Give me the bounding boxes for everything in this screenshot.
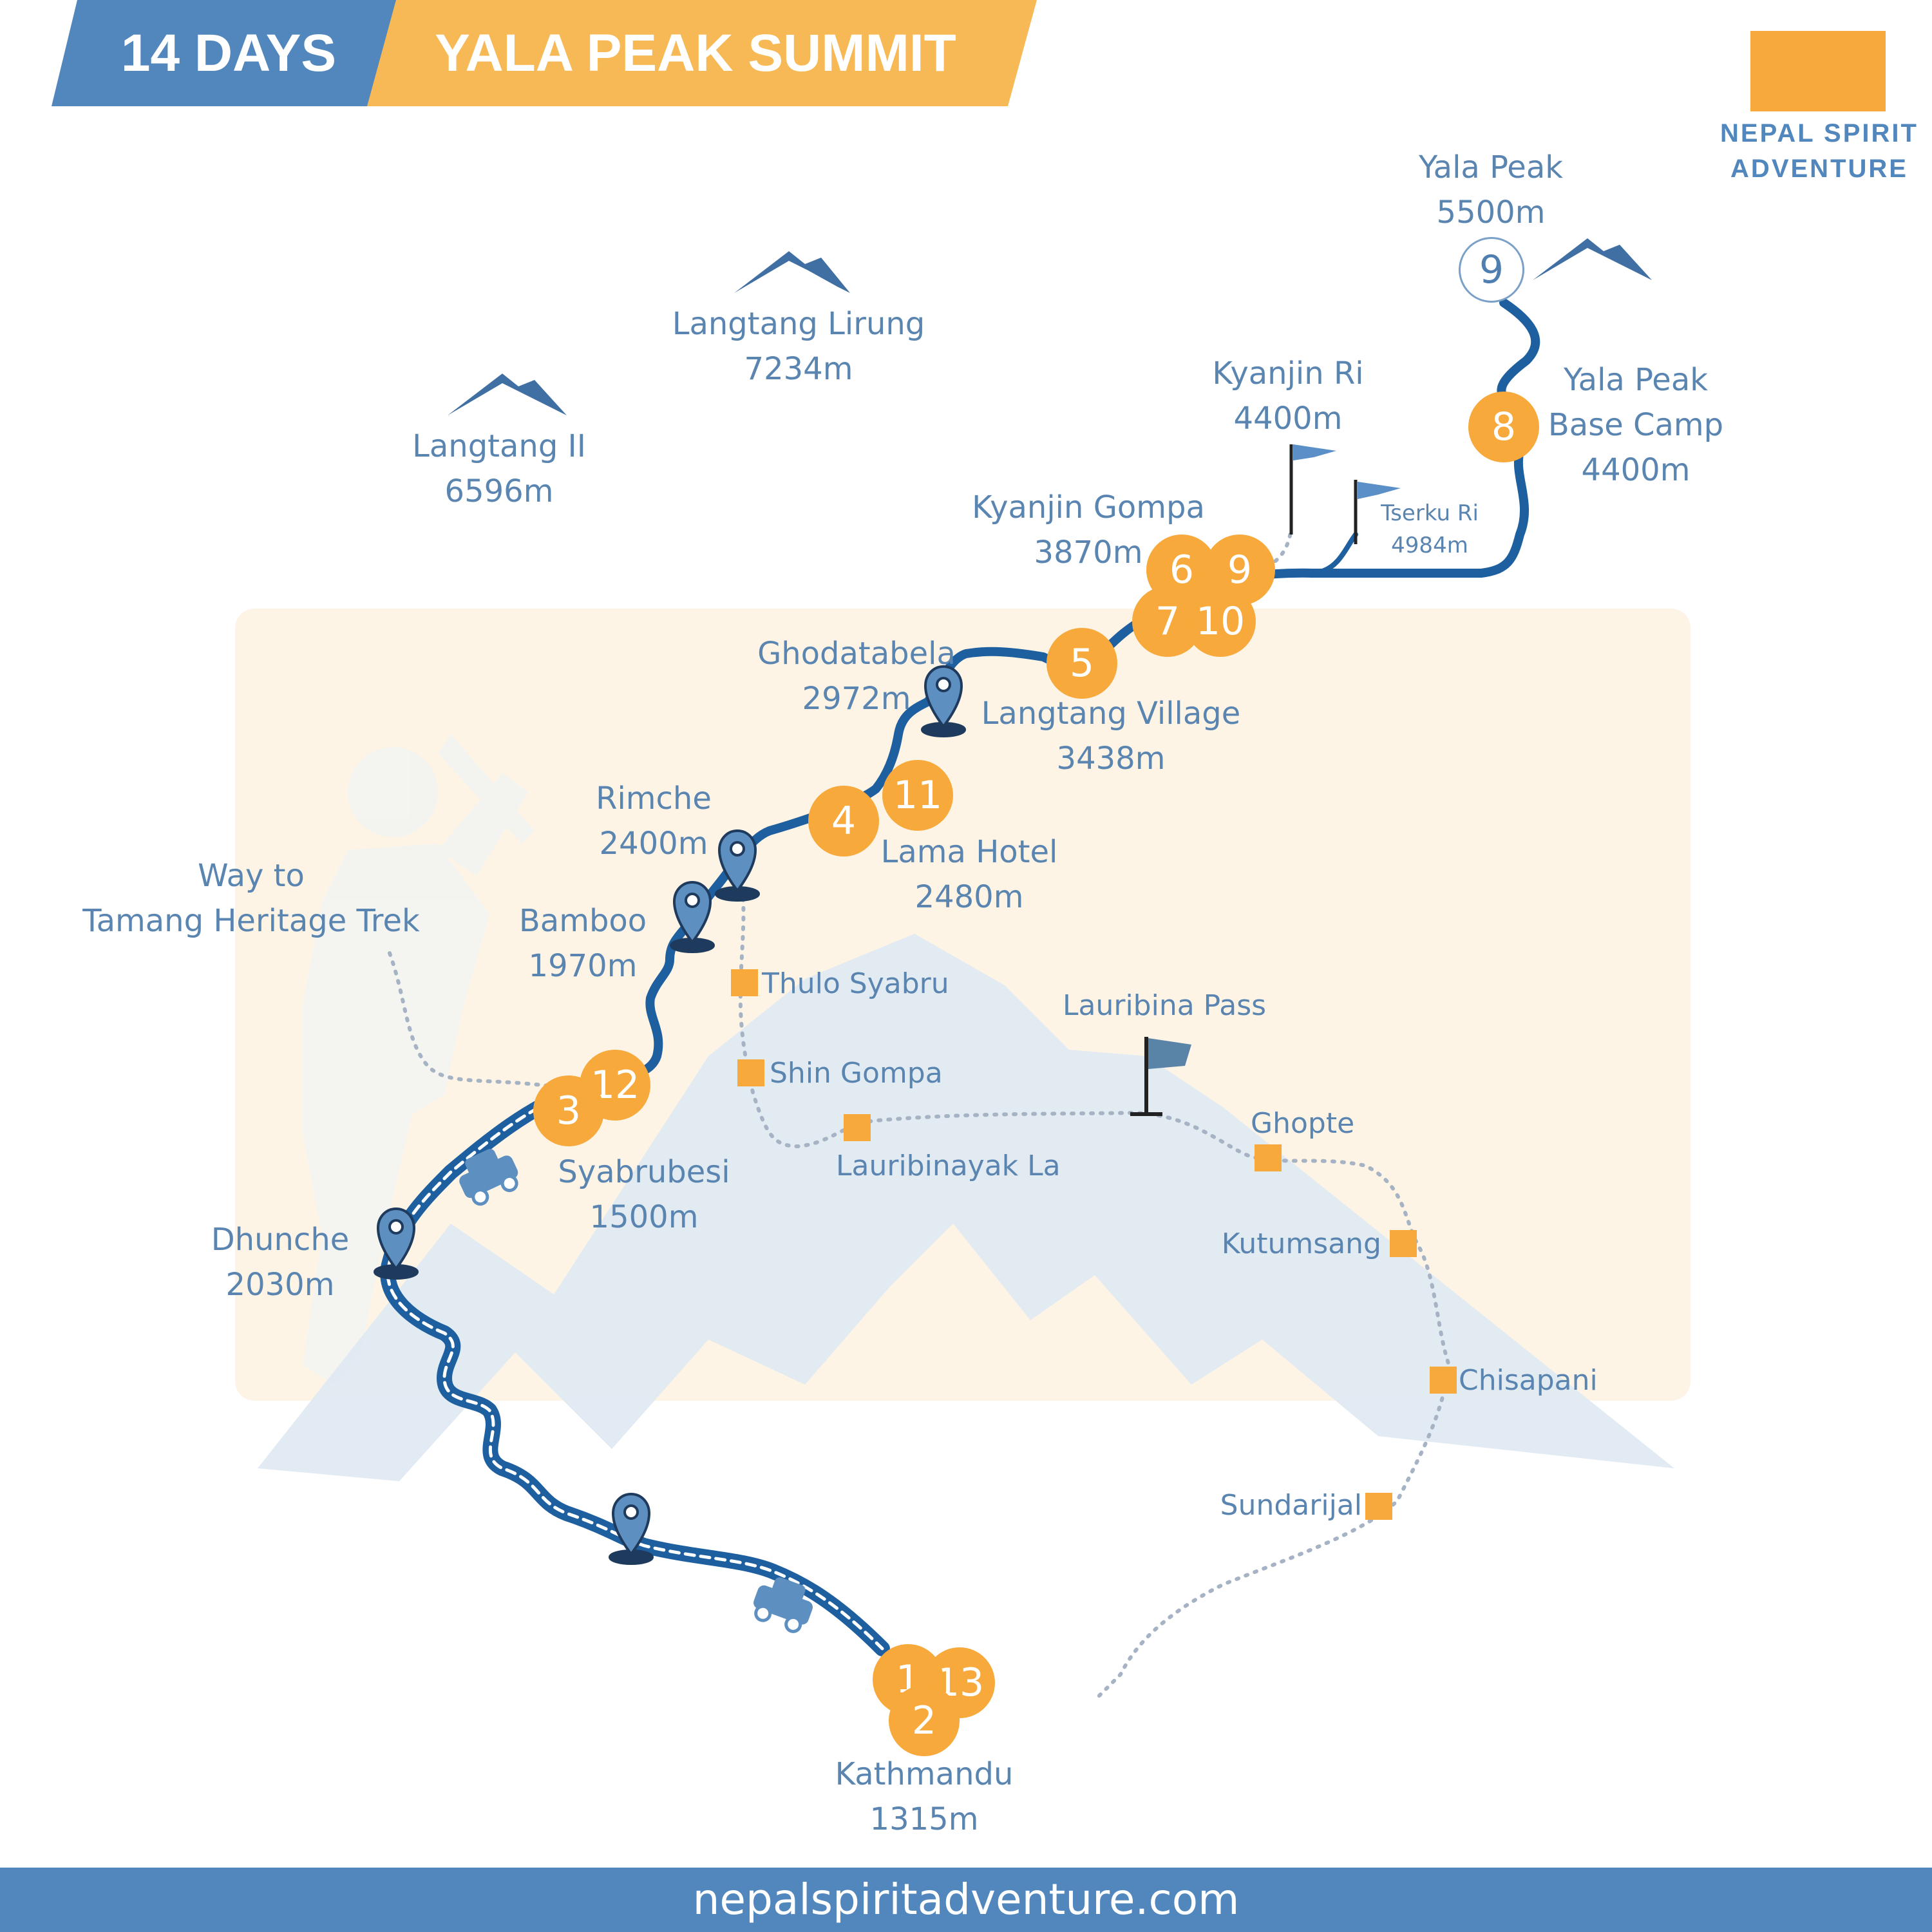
tamang-line2: Tamang Heritage Trek — [82, 903, 420, 939]
shin-gompa-label: Shin Gompa — [770, 1057, 943, 1090]
flag-icon — [1289, 444, 1336, 535]
kyanjin-gompa-label: Kyanjin Gompa 3870m — [953, 485, 1224, 575]
rimche-label: Rimche 2400m — [580, 776, 728, 866]
kyanjin-gompa-alt: 3870m — [1034, 535, 1143, 571]
tserku-ri-alt: 4984m — [1391, 533, 1468, 558]
mountain-icon — [1533, 238, 1652, 280]
alternate-route-path — [738, 867, 1452, 1702]
logo-line-2: ADVENTURE — [1730, 155, 1908, 183]
lama-hotel-alt: 2480m — [914, 879, 1024, 915]
langtang-ii-label: Langtang II 6596m — [386, 424, 612, 514]
map-pin-icon — [670, 880, 715, 953]
langtang-lirung-alt: 7234m — [744, 351, 853, 387]
background-mountain — [258, 934, 1674, 1481]
map-pin-icon — [374, 1207, 419, 1280]
rimche-name: Rimche — [596, 781, 712, 817]
kutumsang-label: Kutumsang — [1221, 1227, 1381, 1260]
car-icon — [753, 1577, 813, 1633]
yala-peak-name: Yala Peak — [1418, 149, 1564, 185]
langtang-lirung-label: Langtang Lirung 7234m — [644, 301, 953, 392]
tamang-trek-label: Way to Tamang Heritage Trek — [64, 853, 438, 943]
logo-text: NEPAL SPIRIT ADVENTURE — [1713, 116, 1926, 187]
syabrubesi-alt: 1500m — [589, 1199, 699, 1235]
map-pin-icon — [715, 829, 760, 902]
yala-base-camp-label: Yala Peak Base Camp 4400m — [1533, 357, 1739, 493]
tamang-line1: Way to — [198, 858, 305, 894]
langtang-village-alt: 3438m — [1056, 741, 1166, 777]
days-banner — [52, 0, 412, 106]
langtang-village-label: Langtang Village 3438m — [972, 691, 1249, 781]
dhunche-label: Dhunche 2030m — [193, 1217, 367, 1307]
tamang-trek-path — [388, 951, 569, 1090]
bamboo-label: Bamboo 1970m — [502, 898, 663, 989]
day-marker-11: 11 — [882, 760, 953, 831]
lama-hotel-name: Lama Hotel — [880, 834, 1058, 870]
map-pin-icon — [609, 1492, 654, 1565]
tserku-branch — [1318, 532, 1358, 574]
days-label: 14 DAYS — [120, 24, 337, 82]
lauribina-pass-label: Lauribina Pass — [1063, 989, 1267, 1022]
langtang-ii-alt: 6596m — [444, 473, 554, 509]
lama-hotel-label: Lama Hotel 2480m — [869, 829, 1069, 920]
lauribinayak-la-label: Lauribinayak La — [836, 1150, 1061, 1182]
mountain-icon — [448, 374, 567, 415]
chisapani-label: Chisapani — [1459, 1364, 1598, 1397]
page-title: YALA PEAK SUMMIT — [435, 24, 956, 82]
kyanjin-ri-name: Kyanjin Ri — [1212, 355, 1364, 392]
yala-base-camp-line2: Base Camp — [1548, 407, 1724, 443]
day-marker-8: 8 — [1468, 392, 1539, 462]
yala-base-camp-alt: 4400m — [1581, 452, 1690, 488]
map-pin-icon — [921, 665, 966, 737]
sundarijal-label: Sundarijal — [1220, 1489, 1362, 1522]
rimche-alt: 2400m — [599, 826, 708, 862]
alt-route-markers — [731, 969, 1457, 1520]
day-marker-2: 2 — [889, 1685, 960, 1756]
dhunche-alt: 2030m — [225, 1267, 335, 1303]
bamboo-alt: 1970m — [528, 948, 638, 984]
kathmandu-label: Kathmandu 1315m — [818, 1752, 1030, 1842]
langtang-ii-name: Langtang II — [412, 428, 586, 464]
ghodatabela-alt: 2972m — [802, 681, 911, 717]
footer-bar — [0, 1868, 1932, 1932]
ghopte-label: Ghopte — [1251, 1107, 1355, 1140]
car-icon — [459, 1149, 518, 1206]
day-marker-10: 10 — [1185, 586, 1256, 657]
syabrubesi-label: Syabrubesi 1500m — [547, 1150, 741, 1240]
kyanjin-gompa-name: Kyanjin Gompa — [972, 489, 1205, 526]
day-marker-summit: 9 — [1459, 237, 1524, 303]
title-banner — [367, 0, 1037, 106]
mountain-icon — [734, 251, 850, 293]
day-marker-3: 3 — [533, 1075, 604, 1146]
climber-silhouette — [303, 734, 535, 1385]
kathmandu-name: Kathmandu — [835, 1756, 1014, 1792]
logo-line-1: NEPAL SPIRIT — [1720, 119, 1918, 147]
dhunche-name: Dhunche — [211, 1222, 350, 1258]
tserku-ri-name: Tserku Ri — [1381, 500, 1479, 526]
flag-icon — [1130, 1037, 1191, 1116]
langtang-village-name: Langtang Village — [981, 696, 1241, 732]
tserku-ri-label: Tserku Ri 4984m — [1365, 497, 1494, 562]
drive-route-inner — [386, 1086, 884, 1651]
thulo-syabru-label: Thulo Syabru — [762, 967, 949, 1000]
syabrubesi-name: Syabrubesi — [558, 1154, 730, 1190]
langtang-lirung-name: Langtang Lirung — [672, 306, 925, 342]
yala-base-camp-line1: Yala Peak — [1563, 362, 1709, 398]
yala-peak-label: Yala Peak 5500m — [1385, 145, 1597, 235]
ghodatabela-name: Ghodatabela — [757, 636, 956, 672]
day-marker-5: 5 — [1046, 628, 1117, 699]
footer-url[interactable]: nepalspiritadventure.com — [692, 1875, 1240, 1924]
flag-icon — [1354, 480, 1401, 544]
kathmandu-alt: 1315m — [869, 1801, 979, 1837]
logo-background — [1750, 31, 1886, 111]
kyanjin-ri-label: Kyanjin Ri 4400m — [1191, 351, 1385, 441]
bamboo-name: Bamboo — [518, 903, 647, 939]
yala-peak-alt: 5500m — [1436, 194, 1546, 231]
kyanjin-ri-alt: 4400m — [1233, 401, 1343, 437]
day-marker-4: 4 — [808, 786, 879, 857]
ghodatabela-label: Ghodatabela 2972m — [747, 631, 966, 721]
